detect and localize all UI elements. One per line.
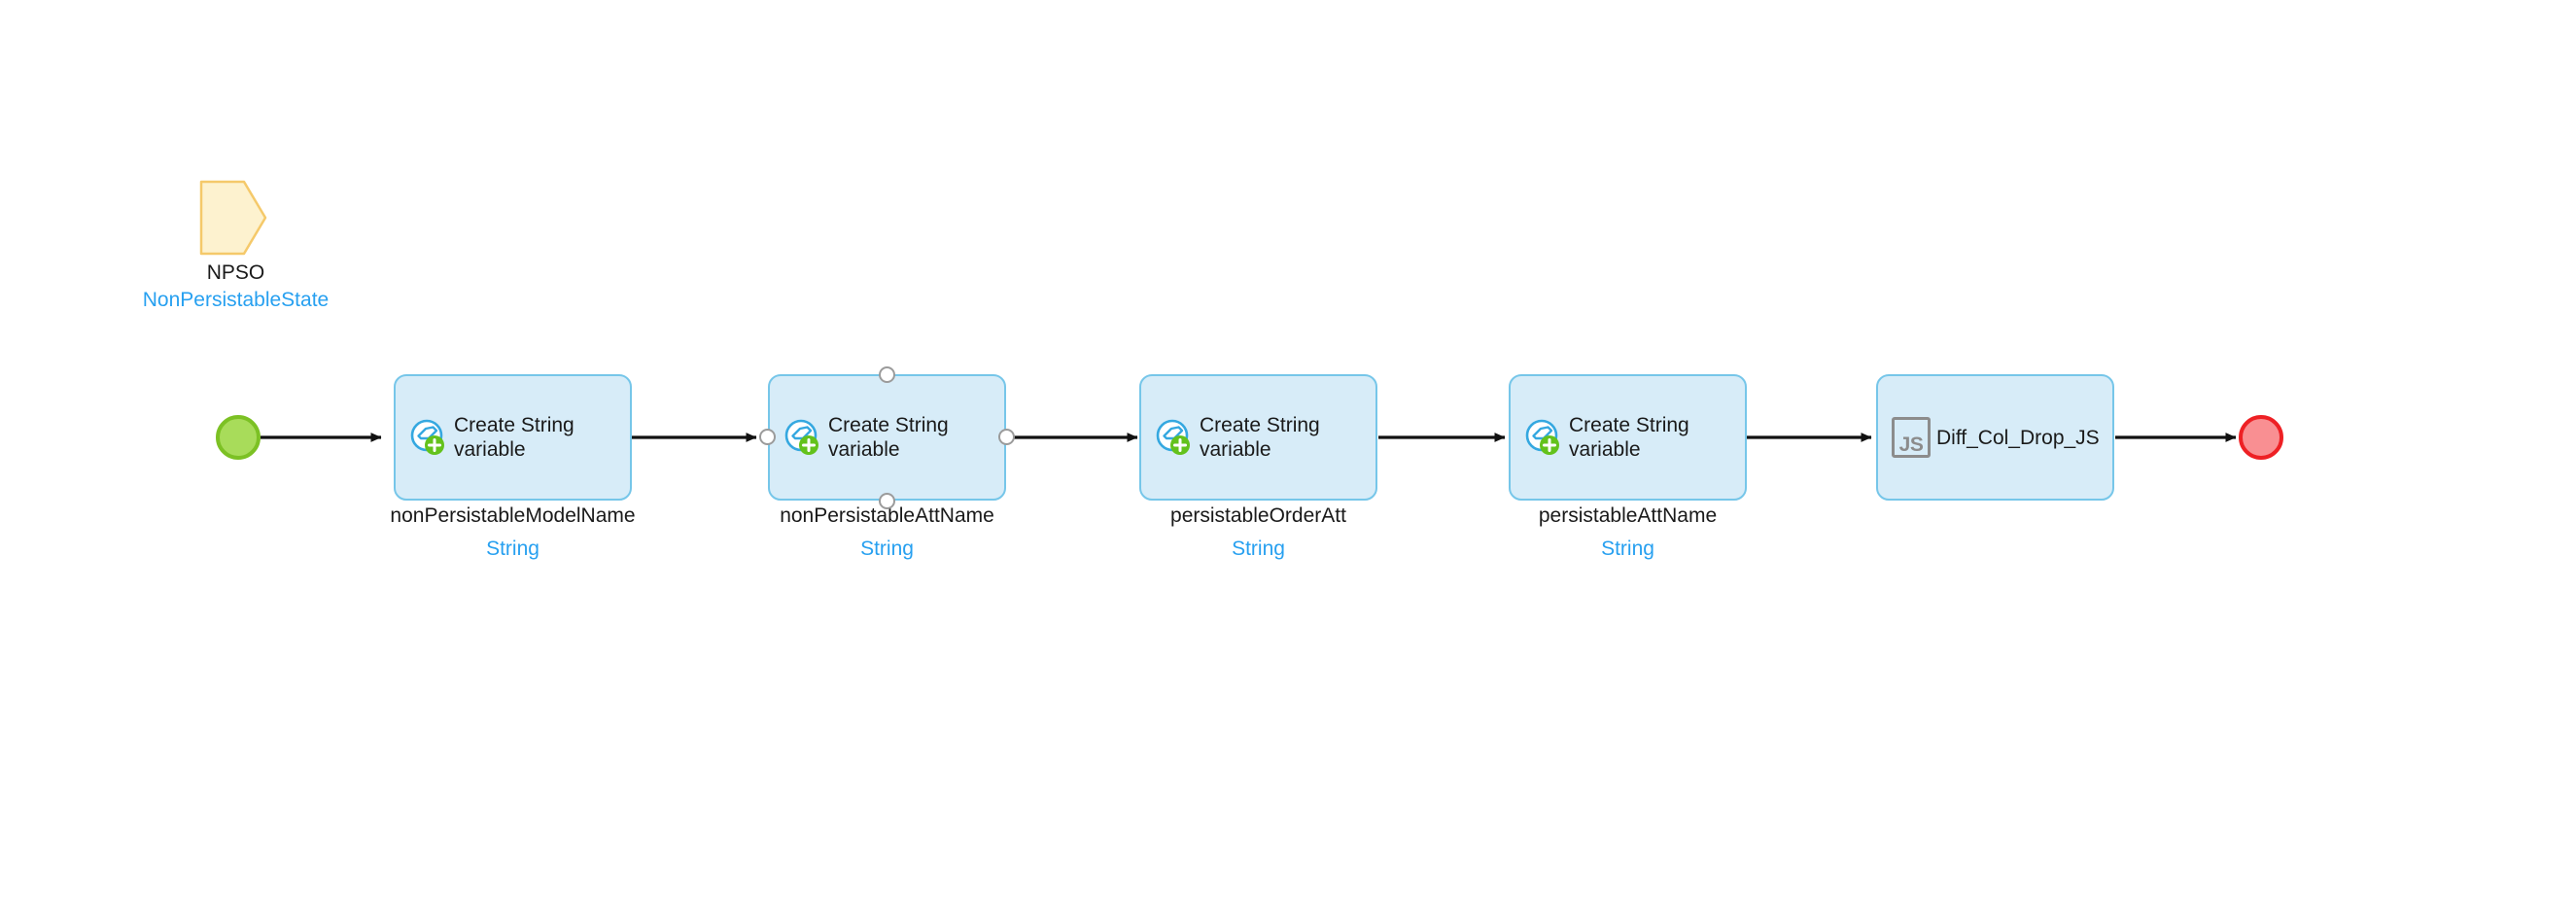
node-title: Create String variable xyxy=(828,414,949,461)
npso-pentagon-icon[interactable] xyxy=(199,180,267,260)
connection-handle-top[interactable] xyxy=(879,366,895,383)
node-type-3: String xyxy=(1232,538,1285,560)
connection-handle-left[interactable] xyxy=(759,429,776,445)
end-node[interactable] xyxy=(2239,415,2283,460)
node-label-1: nonPersistableModelName xyxy=(390,504,636,527)
node-title: Create String variable xyxy=(1200,414,1320,461)
node-create-string-variable-2[interactable]: Create String variable xyxy=(768,374,1006,501)
js-icon: JS xyxy=(1892,417,1931,458)
node-create-string-variable-4[interactable]: Create String variable xyxy=(1509,374,1747,501)
node-title: Create String variable xyxy=(1569,414,1689,461)
node-label-4: persistableAttName xyxy=(1538,504,1718,527)
create-variable-icon xyxy=(409,418,448,457)
create-variable-icon xyxy=(1524,418,1563,457)
node-title: Diff_Col_Drop_JS xyxy=(1936,426,2100,449)
node-create-string-variable-3[interactable]: Create String variable xyxy=(1139,374,1377,501)
npso-name-label: NPSO xyxy=(206,261,265,284)
npso-type-label: NonPersistableState xyxy=(142,289,330,311)
create-variable-icon xyxy=(1155,418,1194,457)
connection-handle-bottom[interactable] xyxy=(879,493,895,509)
create-variable-icon xyxy=(783,418,822,457)
node-label-2: nonPersistableAttName xyxy=(780,504,994,527)
node-type-2: String xyxy=(860,538,914,560)
node-javascript-diff-col-drop-js[interactable]: JS Diff_Col_Drop_JS xyxy=(1876,374,2114,501)
start-node[interactable] xyxy=(216,415,261,460)
node-title: Create String variable xyxy=(454,414,574,461)
node-create-string-variable-1[interactable]: Create String variable xyxy=(394,374,632,501)
node-label-3: persistableOrderAtt xyxy=(1170,504,1346,527)
node-type-1: String xyxy=(486,538,540,560)
connection-handle-right[interactable] xyxy=(998,429,1015,445)
node-type-4: String xyxy=(1601,538,1654,560)
